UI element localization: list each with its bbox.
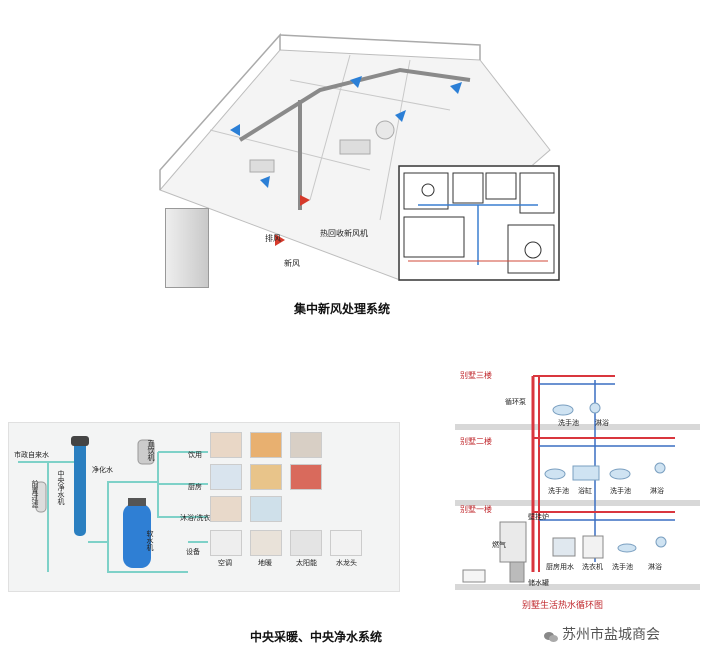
floor-plan-inset <box>398 165 560 281</box>
caption-heating-water-system: 中央采暖、中央净水系统 <box>250 630 383 644</box>
use-kitchen: 厨房 <box>188 483 202 491</box>
fresh-air-unit <box>165 208 209 288</box>
wechat-icon <box>544 628 558 642</box>
fixture-1f-kitchen: 厨房用水 <box>546 563 574 571</box>
label-central-purifier: 中央净水机 <box>57 470 65 505</box>
photo-device-3 <box>290 530 322 556</box>
equipment-gas: 燃气 <box>492 541 506 549</box>
use-bath-laundry: 沐浴/洗衣 <box>180 514 211 522</box>
device-solar: 太阳能 <box>296 559 317 567</box>
floor-label-3f: 别墅三楼 <box>460 371 492 380</box>
photo-kitchen-3 <box>290 464 322 490</box>
fixture-2f-basin-1: 洗手池 <box>548 487 569 495</box>
use-equipment: 设备 <box>186 548 200 556</box>
water-purification-diagram <box>8 422 400 592</box>
device-ac: 空调 <box>218 559 232 567</box>
equipment-tank: 储水罐 <box>528 579 549 587</box>
device-floor-heating: 地暖 <box>258 559 272 567</box>
photo-kitchen-2 <box>250 464 282 490</box>
floor-label-2f: 别墅二楼 <box>460 437 492 446</box>
photo-drinking-1 <box>210 432 242 458</box>
floor-label-1f: 别墅一楼 <box>460 505 492 514</box>
photo-device-1 <box>210 530 242 556</box>
label-water-source: 市政自来水 <box>14 451 49 459</box>
photo-kitchen-1 <box>210 464 242 490</box>
fixture-1f-washer: 洗衣机 <box>582 563 603 571</box>
fixture-2f-shower: 淋浴 <box>650 487 664 495</box>
label-fresh-air: 新风 <box>284 259 300 268</box>
label-prefilter: 前置过滤 <box>31 480 39 508</box>
photo-bath-1 <box>210 496 242 522</box>
label-direct-drinker: 直饮机 <box>147 440 155 461</box>
watermark-text: 苏州市盐城商会 <box>562 627 660 643</box>
photo-drinking-3 <box>290 432 322 458</box>
use-drinking: 饮用 <box>188 451 202 459</box>
fixture-1f-basin: 洗手池 <box>612 563 633 571</box>
caption-fresh-air-system: 集中新风处理系统 <box>294 302 391 316</box>
villa-diagram-title: 别墅生活热水循环图 <box>522 601 604 611</box>
equipment-pump: 循环泵 <box>505 398 526 406</box>
photo-drinking-2 <box>250 432 282 458</box>
photo-device-2 <box>250 530 282 556</box>
photo-device-4 <box>330 530 362 556</box>
equipment-boiler: 壁挂炉 <box>528 513 549 521</box>
fixture-2f-basin-2: 洗手池 <box>610 487 631 495</box>
fixture-3f-basin: 洗手池 <box>558 419 579 427</box>
photo-bath-2 <box>250 496 282 522</box>
fixture-3f-shower: 淋浴 <box>595 419 609 427</box>
fixture-2f-bathtub: 浴缸 <box>578 487 592 495</box>
device-faucet: 水龙头 <box>336 559 357 567</box>
fixture-1f-shower: 淋浴 <box>648 563 662 571</box>
label-purified-water: 净化水 <box>92 466 113 474</box>
label-heat-recovery: 热回收新风机 <box>320 229 368 238</box>
label-exhaust: 排风 <box>265 234 281 243</box>
label-softener: 软水机 <box>146 530 154 551</box>
villa-hot-water-diagram <box>455 362 700 610</box>
water-pipe-lines <box>18 436 208 573</box>
